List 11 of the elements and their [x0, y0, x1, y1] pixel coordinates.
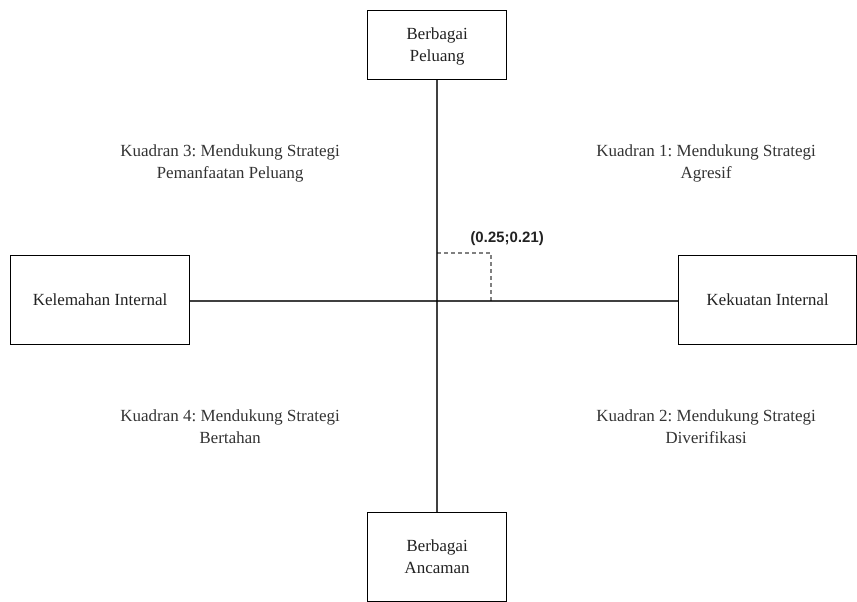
axis-line	[190, 300, 678, 302]
axis-end-box: Kekuatan Internal	[678, 255, 857, 345]
quadrant-label: Kuadran 3: Mendukung Strategi Pemanfaatan Peluang	[120, 140, 340, 184]
axis-end-box: Kelemahan Internal	[10, 255, 190, 345]
point-label: (0.25;0.21)	[469, 228, 545, 248]
axis-end-box: Berbagai Ancaman	[367, 512, 507, 602]
axis-line	[436, 80, 438, 512]
quadrant-label: Kuadran 2: Mendukung Strategi Diverifikasi	[596, 405, 816, 450]
quadrant-label: Kuadran 4: Mendukung Strategi Bertahan	[120, 405, 340, 450]
axis-end-box: Berbagai Peluang	[367, 10, 507, 80]
quadrant-label: Kuadran 1: Mendukung Strategi Agresif	[596, 140, 816, 184]
